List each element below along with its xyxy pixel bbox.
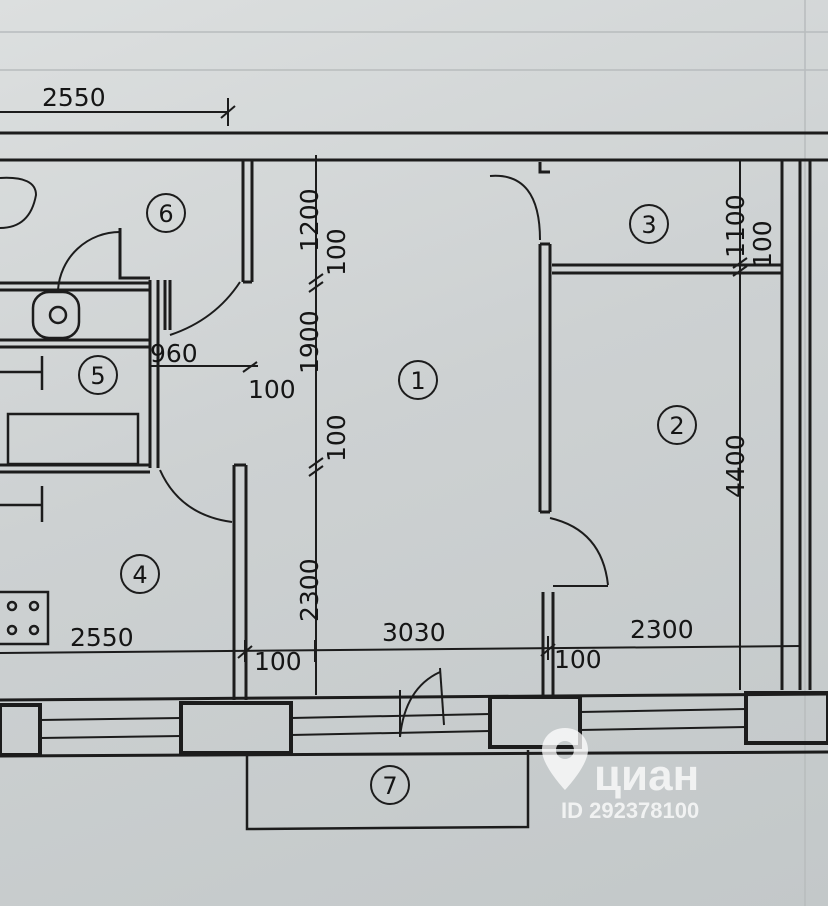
dim-wall-closet: 100 [748, 220, 777, 268]
dim-closet-length: 1100 [721, 194, 750, 258]
room-number-1: 1 [410, 367, 425, 395]
dim-wall-hall-2: 100 [322, 414, 351, 462]
interior-partitions [0, 155, 782, 700]
bottom-outer-wall [0, 691, 828, 758]
dim-hall-length-1: 1200 [295, 188, 324, 252]
room-marker-6: 6 [146, 193, 186, 233]
dim-top-left-width: 2550 [42, 83, 106, 112]
room-marker-2: 2 [657, 405, 697, 445]
dim-hall-length-3: 2300 [295, 558, 324, 622]
dim-kitchen-width: 2550 [70, 623, 134, 652]
watermark-id: ID 292378100 [561, 798, 699, 823]
dim-bedroom-width: 2300 [630, 615, 694, 644]
outer-top-wall [0, 131, 828, 162]
dim-living-width: 3030 [382, 618, 446, 647]
stove-icon [0, 590, 50, 646]
dim-hall-length-2: 1900 [295, 310, 324, 374]
bathroom-fixtures [0, 290, 140, 522]
room-marker-3: 3 [629, 204, 669, 244]
top-dimension-line [0, 98, 236, 126]
right-outer-wall [780, 160, 812, 690]
dim-bedroom-length: 4400 [721, 434, 750, 498]
room-marker-1: 1 [398, 360, 438, 400]
dim-bath-width: 960 [150, 339, 198, 368]
dim-wall-living: 100 [554, 645, 602, 674]
room-number-5: 5 [90, 362, 105, 390]
room-number-6: 6 [158, 200, 173, 228]
room-number-7: 7 [382, 772, 397, 800]
room-number-4: 4 [132, 561, 147, 589]
watermark: циан ID 292378100 [542, 728, 699, 823]
location-pin-icon [542, 728, 588, 790]
room-marker-7: 7 [370, 765, 410, 805]
room-marker-4: 4 [120, 554, 160, 594]
window-glazing-lines [39, 708, 747, 739]
room-number-3: 3 [641, 211, 656, 239]
room-marker-5: 5 [78, 355, 118, 395]
watermark-brand: циан [594, 751, 699, 800]
dim-wall-kitchen: 100 [254, 647, 302, 676]
balcony-outline [245, 750, 530, 831]
dim-wall-hall-1: 100 [322, 228, 351, 276]
dimension-ticks [150, 257, 748, 477]
dim-wall-bath: 100 [248, 375, 296, 404]
door-swings [0, 174, 609, 738]
room-number-2: 2 [669, 412, 684, 440]
